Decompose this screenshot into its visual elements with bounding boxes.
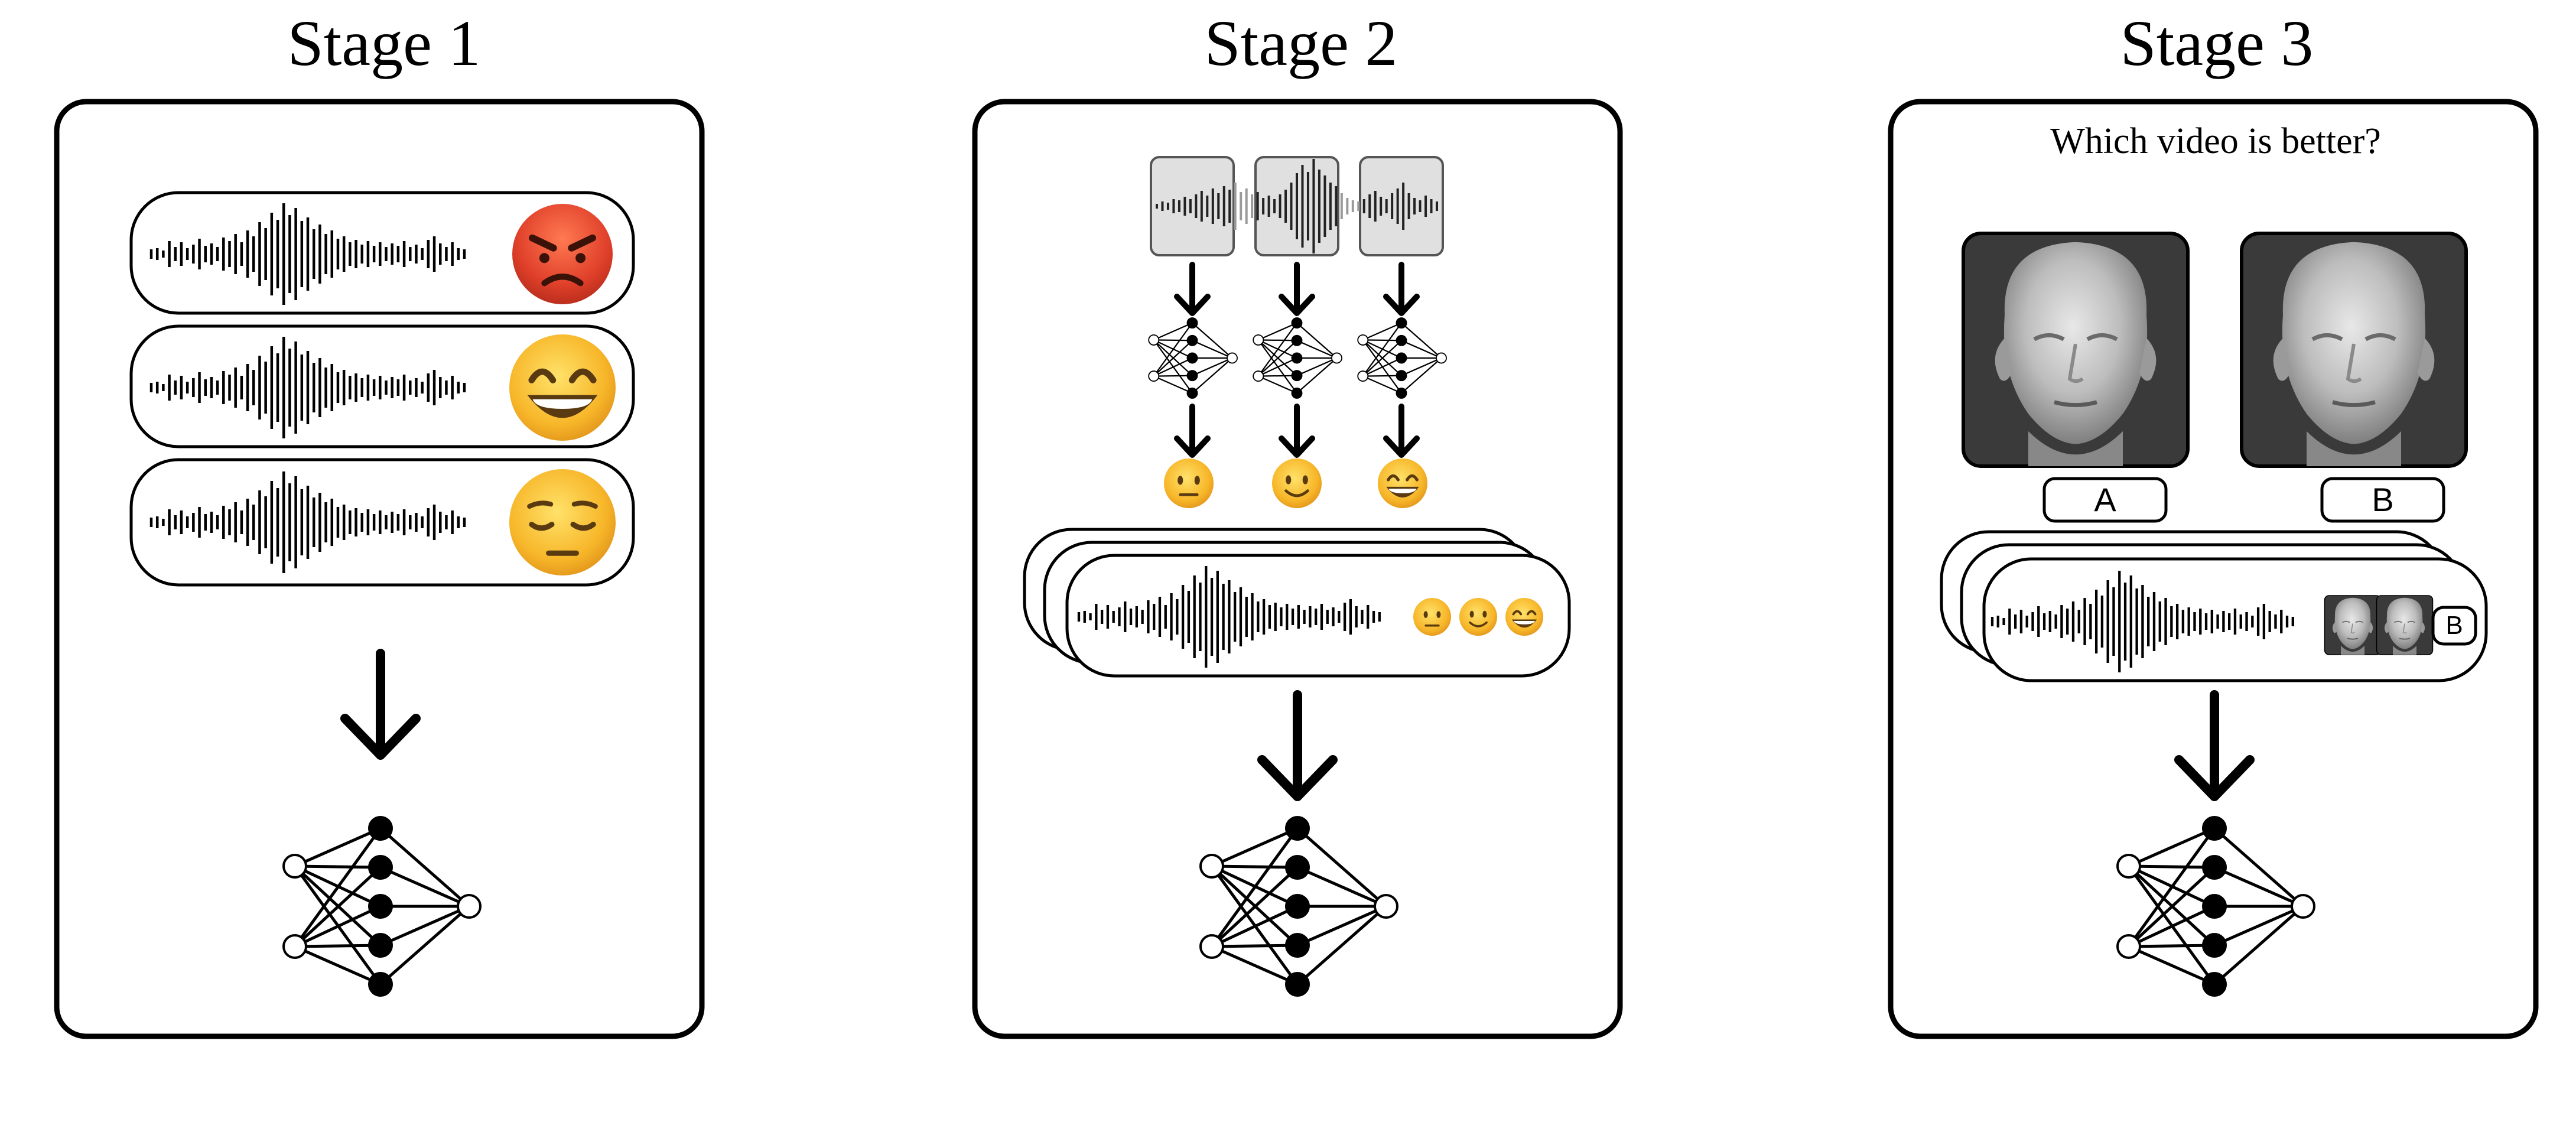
- stage-2-labeled-clip-stack: [1023, 528, 1571, 678]
- stage-1-clip-angry: [129, 191, 635, 315]
- grinning-face-icon: [1378, 458, 1427, 508]
- rendered-head-icon: [2376, 595, 2434, 655]
- stage-1-clip-sad: [129, 458, 635, 587]
- stage-1-clip-happy: [129, 324, 635, 448]
- choice-b-label: B: [2372, 481, 2394, 518]
- rendered-head-icon: [2242, 233, 2466, 466]
- choice-a-label: A: [2094, 481, 2116, 518]
- stage-2-title: Stage 2: [1204, 7, 1398, 79]
- angry-face-icon: [512, 204, 613, 304]
- stage-2-audio-chunks: [1150, 156, 1444, 256]
- choice-a-box: [2042, 477, 2168, 523]
- pensive-face-icon: [509, 469, 616, 575]
- grinning-face-icon: [509, 334, 616, 441]
- waveform-icon: [1156, 159, 1438, 253]
- slight-smile-face-icon: [1458, 597, 1498, 637]
- stage-3-labeled-clip-stack: [1940, 530, 2488, 682]
- rendered-head-icon: [1963, 233, 2188, 466]
- grinning-face-icon: [1504, 597, 1544, 637]
- choice-b-box: [2320, 477, 2445, 523]
- stage-3-title: Stage 3: [2120, 7, 2314, 79]
- slight-smile-face-icon: [1272, 458, 1322, 508]
- neutral-face-icon: [1164, 458, 1214, 508]
- stage-1-title: Stage 1: [287, 7, 481, 79]
- rendered-head-icon: [2324, 595, 2382, 655]
- neutral-face-icon: [1412, 597, 1452, 637]
- chip-b-box: [2431, 606, 2477, 646]
- question-text: Which video is better?: [2050, 121, 2381, 161]
- selected-choice-label: B: [2445, 611, 2463, 640]
